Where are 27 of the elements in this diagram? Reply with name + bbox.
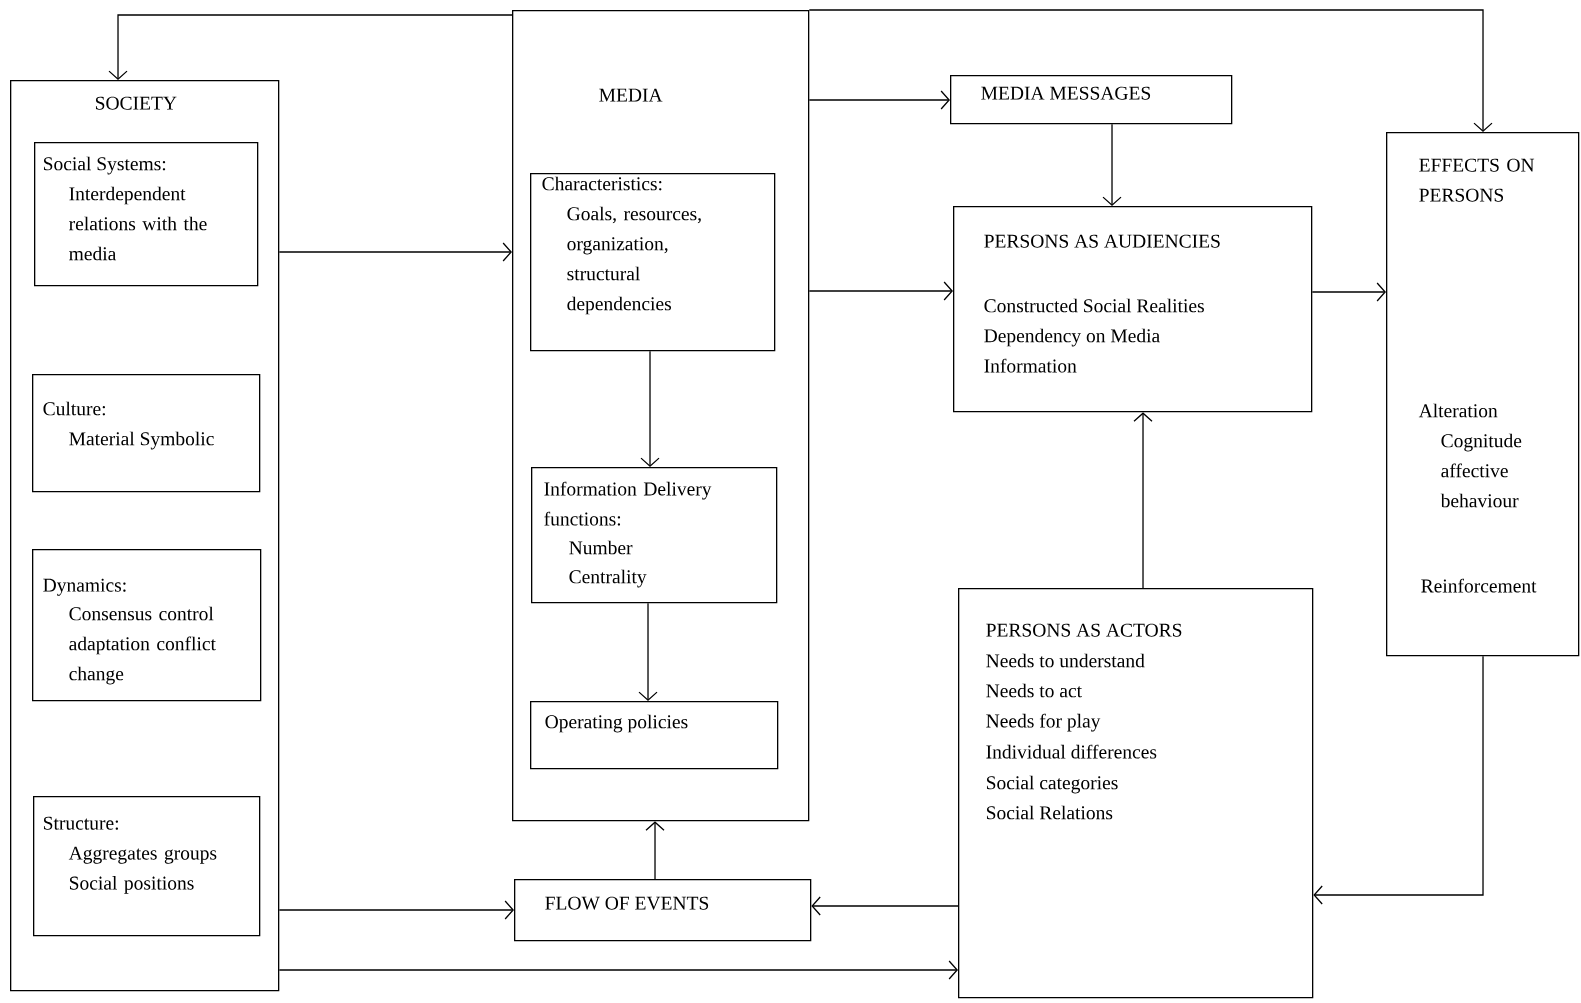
arrow (808, 90, 950, 110)
arrow (278, 242, 512, 262)
arrow (811, 896, 959, 916)
arrow (278, 900, 514, 920)
text-box: Operating policies (530, 701, 779, 770)
text-box: Social Systems: Interdependent relations with the media (34, 142, 259, 287)
text-box: FLOW OF EVENTS (514, 879, 812, 942)
text-box: Culture: Material Symbolic (32, 374, 261, 493)
text-box: Dynamics: Consensus control adaptation conflict change (32, 549, 262, 702)
arrow (808, 281, 953, 301)
text-box: Structure: Aggregates groups Social positions (33, 796, 261, 937)
text-box: EFFECTS ON PERSONS Alteration Cognitude affective behaviour Reinforcement (1386, 132, 1580, 657)
arrow (808, 9, 1493, 132)
arrow (1102, 123, 1122, 206)
arrow (278, 960, 958, 980)
arrow (1311, 282, 1386, 302)
arrow (640, 350, 660, 467)
text-box: MEDIA MESSAGES (950, 75, 1233, 125)
text-box: PERSONS AS ACTORS Needs to understand Needs to act Needs for play Individual differences Social categories Social Relations (958, 588, 1314, 999)
arrow (1133, 412, 1153, 589)
arrow (1313, 655, 1484, 905)
arrow (108, 14, 513, 80)
text-box: PERSONS AS AUDIENCIES Constructed Social Realities Dependency on Media Information (953, 206, 1313, 413)
arrow (638, 602, 658, 701)
text-box: Information Delivery functions: Number Centrality (531, 467, 778, 604)
arrow (645, 821, 665, 880)
text-box: Characteristics: Goals, resources, organization, structural dependencies (530, 173, 776, 352)
